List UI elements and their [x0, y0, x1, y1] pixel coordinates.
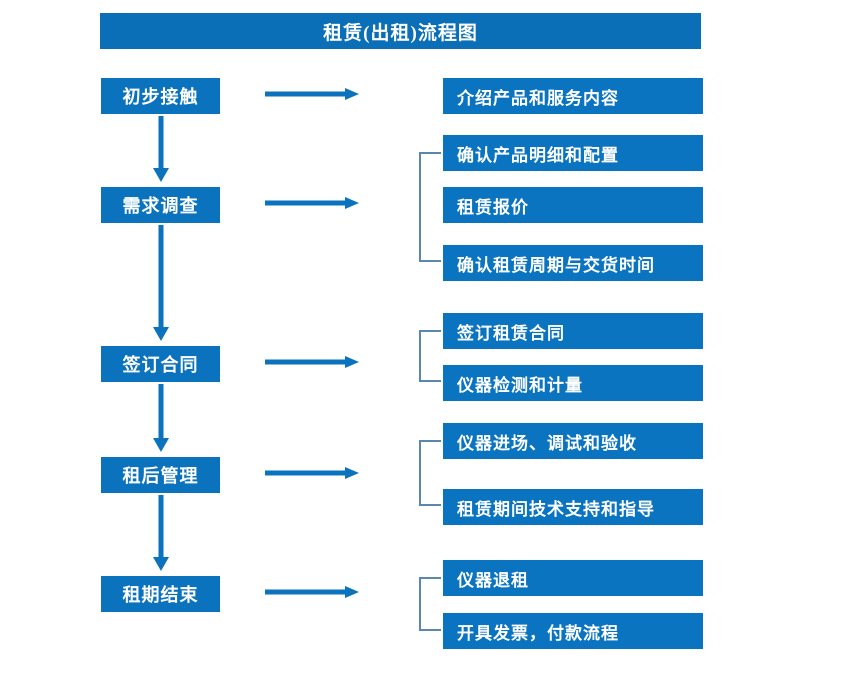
arrow-stage-3-to-details [265, 355, 360, 369]
arrow-stage-2-to-details [265, 196, 360, 210]
bracket-group-3 [418, 330, 442, 382]
arrow-stage-4-to-stage-5 [148, 495, 174, 573]
stage-box-1[interactable]: 初步接触 [101, 78, 220, 114]
detail-box-7[interactable]: 仪器进场、调试和验收 [443, 423, 703, 459]
arrow-stage-1-to-stage-2 [148, 116, 174, 184]
arrow-stage-3-to-stage-4 [148, 384, 174, 454]
detail-box-1[interactable]: 介绍产品和服务内容 [443, 78, 703, 114]
detail-box-10[interactable]: 开具发票，付款流程 [443, 613, 703, 649]
detail-box-3[interactable]: 租赁报价 [443, 187, 703, 223]
bracket-group-5 [418, 577, 442, 631]
detail-box-4[interactable]: 确认租赁周期与交货时间 [443, 245, 703, 281]
bracket-group-2 [418, 152, 442, 262]
detail-box-2[interactable]: 确认产品明细和配置 [443, 135, 703, 171]
arrow-stage-2-to-stage-3 [148, 225, 174, 343]
stage-box-4[interactable]: 租后管理 [101, 457, 220, 493]
detail-box-8[interactable]: 租赁期间技术支持和指导 [443, 489, 703, 525]
page-title: 租赁(出租)流程图 [100, 13, 701, 49]
arrow-stage-5-to-details [265, 585, 360, 599]
bracket-group-4 [418, 440, 442, 506]
stage-box-5[interactable]: 租期结束 [101, 576, 220, 612]
detail-box-6[interactable]: 仪器检测和计量 [443, 365, 703, 401]
detail-box-9[interactable]: 仪器退租 [443, 560, 703, 596]
detail-box-5[interactable]: 签订租赁合同 [443, 313, 703, 349]
stage-box-3[interactable]: 签订合同 [101, 346, 220, 382]
arrow-stage-1-to-details [265, 87, 360, 101]
stage-box-2[interactable]: 需求调查 [101, 187, 220, 223]
arrow-stage-4-to-details [265, 466, 360, 480]
